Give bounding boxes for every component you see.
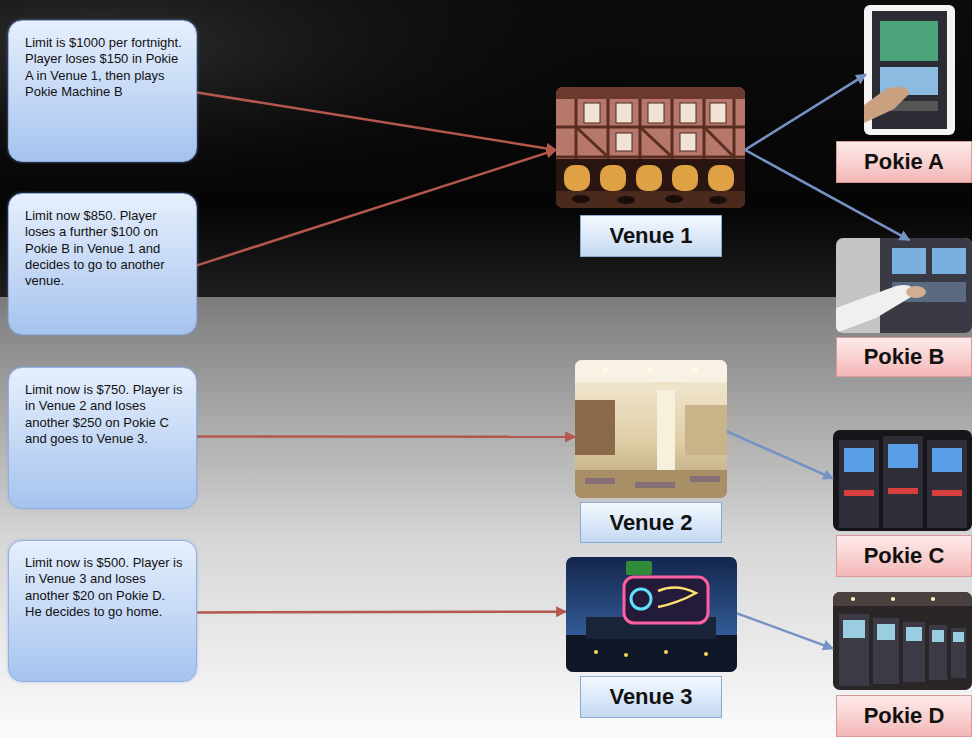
note-text: Limit now is $750. Player is in Venue 2 … [25,382,184,447]
venue-node: Venue 1 [556,87,745,257]
venue-node: Venue 3 [566,557,737,718]
node-label: Venue 2 [609,510,692,536]
pokie-node: Pokie A [836,5,972,183]
pokie-label: Pokie B [836,337,972,377]
arrow-connector [745,74,866,149]
arrow-connector [197,150,556,266]
note-box: Limit is $1000 per fortnight. Player los… [8,20,197,162]
node-label: Pokie B [864,344,945,370]
note-text: Limit is $1000 per fortnight. Player los… [25,35,184,100]
note-text: Limit now $850. Player loses a further $… [25,208,184,289]
venue-label: Venue 3 [580,676,722,718]
venue-label: Venue 1 [580,215,722,257]
top-band [0,0,972,297]
arrow-connector [737,613,833,648]
pokie-node: Pokie C [833,430,972,577]
node-label: Pokie C [864,543,945,569]
pokie-photo [833,592,972,690]
pokie-photo [833,430,972,531]
venue-photo [575,360,727,498]
arrow-connector [197,610,566,613]
node-label: Venue 3 [609,684,692,710]
node-label: Pokie A [864,149,944,175]
venue-node: Venue 2 [575,360,727,543]
arrow-connector [727,431,833,478]
venue-label: Venue 2 [580,502,722,543]
note-box: Limit now $850. Player loses a further $… [8,193,197,335]
venue-photo [556,87,745,208]
arrow-connector [197,435,575,438]
pokie-label: Pokie A [836,141,972,183]
pokie-node: Pokie D [833,592,972,737]
pokie-photo [836,238,972,333]
pokie-node: Pokie B [836,238,972,377]
arrow-connector [197,92,556,149]
bottom-band [0,297,972,738]
note-box: Limit now is $750. Player is in Venue 2 … [8,367,197,509]
node-label: Pokie D [864,703,945,729]
note-text: Limit now is $500. Player is in Venue 3 … [25,555,184,620]
pokie-label: Pokie D [836,695,972,737]
note-box: Limit now is $500. Player is in Venue 3 … [8,540,197,682]
venue-photo [566,557,737,672]
pokie-photo [864,5,955,135]
top-glow [0,0,972,297]
node-label: Venue 1 [609,223,692,249]
pokie-label: Pokie C [836,535,972,577]
